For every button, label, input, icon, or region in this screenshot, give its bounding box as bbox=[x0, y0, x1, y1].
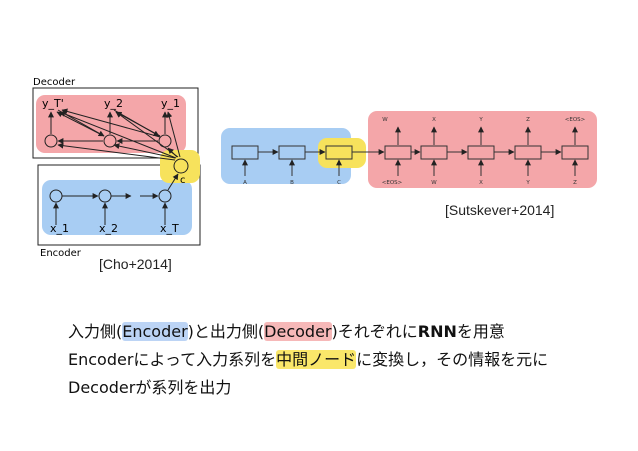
suts-context-region bbox=[318, 138, 366, 168]
suts-encoder-input: B bbox=[290, 180, 294, 186]
encoder-highlight: Encoder bbox=[122, 322, 188, 341]
text-fragment: に変換し，その情報を元に bbox=[356, 350, 549, 369]
intermediate-node-highlight: 中間ノード bbox=[276, 350, 357, 369]
encoder-input-label: x_T bbox=[160, 222, 179, 235]
suts-decoder-input: <EOS> bbox=[382, 180, 403, 186]
suts-decoder-region bbox=[368, 111, 597, 188]
decoder-node bbox=[44, 134, 58, 148]
suts-decoder-output: Z bbox=[526, 117, 530, 123]
suts-decoder-cell bbox=[561, 145, 589, 160]
text-fragment: )それぞれに bbox=[331, 322, 418, 341]
seq2seq-diagram: Decoder Encoder y_T' y_2 y_1 bbox=[32, 77, 597, 259]
explanation-line-3: Decoderが系列を出力 bbox=[68, 378, 232, 397]
suts-decoder-output: X bbox=[432, 117, 436, 123]
suts-decoder-input: Z bbox=[573, 180, 577, 186]
suts-decoder-output: Y bbox=[478, 117, 483, 123]
suts-decoder-input: Y bbox=[525, 180, 530, 186]
encoder-frame bbox=[37, 164, 201, 246]
explanation-text: 入力側(Encoder)と出力側(Decoder)それぞれにRNNを用意 Enc… bbox=[68, 318, 628, 402]
decoder-highlight: Decoder bbox=[264, 322, 332, 341]
text-fragment: 入力側( bbox=[68, 322, 123, 341]
text-fragment: を用意 bbox=[456, 322, 505, 341]
suts-decoder-input: W bbox=[431, 180, 437, 186]
text-fragment: )と出力側( bbox=[187, 322, 265, 341]
context-label: c bbox=[180, 175, 186, 186]
suts-decoder-output: <EOS> bbox=[565, 117, 586, 123]
suts-decoder-input: X bbox=[479, 180, 483, 186]
cho-decoder-label: Decoder bbox=[33, 77, 76, 88]
suts-encoder-input: A bbox=[243, 180, 247, 186]
cho-citation: [Cho+2014] bbox=[99, 256, 172, 272]
sutskever-citation: [Sutskever+2014] bbox=[445, 202, 555, 218]
explanation-line-2: Encoderによって入力系列を中間ノードに変換し，その情報を元に bbox=[68, 346, 628, 374]
suts-encoder-input: C bbox=[337, 180, 341, 186]
context-node bbox=[173, 158, 189, 174]
encoder-input-label: x_2 bbox=[99, 222, 118, 235]
suts-encoder-region bbox=[221, 128, 351, 184]
encoder-node bbox=[158, 189, 172, 203]
sutskever-model: A B C W bbox=[221, 111, 597, 188]
decoder-output-label: y_2 bbox=[104, 97, 123, 110]
encoder-input-label: x_1 bbox=[50, 222, 69, 235]
cho-model: Decoder Encoder y_T' y_2 y_1 bbox=[32, 77, 201, 259]
context-region bbox=[160, 150, 200, 183]
decoder-node bbox=[103, 134, 117, 148]
suts-decoder-output: W bbox=[382, 117, 388, 123]
rnn-term: RNN bbox=[417, 322, 457, 341]
decoder-frame bbox=[32, 87, 199, 159]
decoder-output-label: y_1 bbox=[161, 97, 180, 110]
cho-encoder-label: Encoder bbox=[40, 248, 82, 259]
decoder-output-label: y_T' bbox=[42, 97, 64, 110]
explanation-line-1: 入力側(Encoder)と出力側(Decoder)それぞれにRNNを用意 bbox=[68, 318, 628, 346]
text-fragment: Encoderによって入力系列を bbox=[68, 350, 277, 369]
